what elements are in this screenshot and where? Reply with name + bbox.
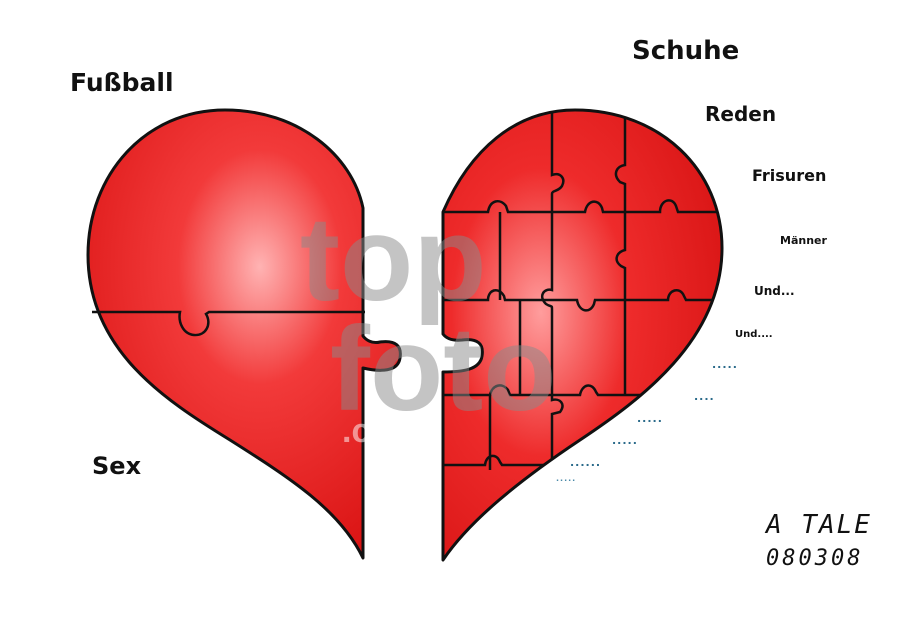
label-fussball: Fußball <box>70 68 174 97</box>
label-maenner: Männer <box>780 234 827 247</box>
watermark-logo-text-2: foto <box>330 302 557 436</box>
trailing-dots: .... <box>694 390 715 403</box>
trailing-dots: ..... <box>637 412 663 425</box>
left-seam <box>92 310 365 337</box>
trailing-dots: ...... <box>570 456 602 469</box>
signature-name: A TALE <box>766 510 872 540</box>
trailing-dots: ..... <box>712 358 738 371</box>
label-reden: Reden <box>705 102 777 126</box>
watermark: top foto .com <box>300 192 557 450</box>
watermark-logo-text: top <box>300 192 487 326</box>
label-frisuren: Frisuren <box>752 166 827 185</box>
watermark-domain: .com <box>342 412 421 450</box>
label-und-1: Und... <box>754 284 795 298</box>
trailing-dots: ..... <box>556 474 577 483</box>
label-sex: Sex <box>92 452 142 480</box>
label-und-2: Und.... <box>735 329 773 340</box>
signature-date: 080308 <box>766 546 864 571</box>
right-heart-half <box>441 108 724 562</box>
label-schuhe: Schuhe <box>632 36 740 66</box>
puzzle-grid <box>443 110 722 480</box>
left-heart-half <box>86 108 402 560</box>
trailing-dots: ..... <box>612 434 638 447</box>
